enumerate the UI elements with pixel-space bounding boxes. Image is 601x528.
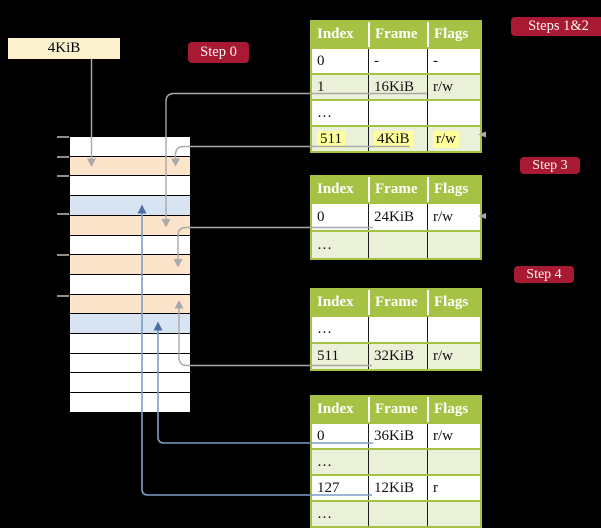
memory-frame-row-plain <box>70 393 190 413</box>
memory-frame-row-plain <box>70 176 190 197</box>
cell-frame: 4KiB <box>368 127 427 151</box>
cell-frame <box>368 232 427 258</box>
memory-frame-row-plain <box>70 235 190 256</box>
table-row: 0 36KiB r/w <box>312 422 480 448</box>
memory-frame-row-plain <box>70 373 190 394</box>
table-row: … <box>312 500 480 526</box>
cell-flags: r/w <box>427 344 480 369</box>
highlight: 511 <box>317 130 345 148</box>
cell-index: 511 <box>312 127 368 151</box>
cell-flags <box>427 450 480 474</box>
memory-frame-row-plain <box>70 334 190 354</box>
cell-index: 127 <box>317 479 340 496</box>
memory-frame-row-plain <box>70 274 190 295</box>
cell-frame: - <box>368 49 427 73</box>
cell-flags: - <box>427 49 480 73</box>
cell-flags: r/w <box>427 127 480 151</box>
table-4-header: Index Frame Flags <box>312 397 480 422</box>
header-frame: Frame <box>368 397 427 422</box>
page-table-3: Index Frame Flags … 511 32KiB r/w <box>310 288 482 371</box>
cell-frame: 12KiB <box>368 476 427 500</box>
table-row: 1 16KiB r/w <box>312 73 480 99</box>
memory-frame-row-orange <box>70 294 190 315</box>
cell-index: … <box>317 321 332 337</box>
cell-index: 0 <box>317 52 325 69</box>
cell-index: … <box>317 236 332 253</box>
page-table-base-register: 4KiB <box>8 38 120 59</box>
table-2-header: Index Frame Flags <box>312 177 480 202</box>
header-flags: Flags <box>427 290 480 315</box>
memory-frame-row-blue <box>70 314 190 335</box>
cell-index: 0 <box>317 427 325 444</box>
table-row: 0 24KiB r/w <box>312 202 480 230</box>
highlight: r/w <box>433 130 459 148</box>
table-row: 127 12KiB r <box>312 474 480 500</box>
header-index: Index <box>317 401 354 417</box>
table-row: … <box>312 230 480 258</box>
memory-tick <box>57 136 69 138</box>
cell-flags <box>427 232 480 258</box>
header-flags: Flags <box>427 397 480 422</box>
cell-frame <box>368 101 427 125</box>
header-flags: Flags <box>427 22 480 47</box>
table-1-header: Index Frame Flags <box>312 22 480 47</box>
cell-flags: r/w <box>427 75 480 99</box>
memory-tick <box>57 254 69 256</box>
table-row: … <box>312 448 480 474</box>
header-frame: Frame <box>368 177 427 202</box>
header-frame: Frame <box>368 22 427 47</box>
cell-frame: 32KiB <box>368 344 427 369</box>
table-row-highlighted: 511 4KiB r/w <box>312 125 480 151</box>
base-register-label: 4KiB <box>47 40 81 56</box>
header-frame: Frame <box>368 290 427 315</box>
badge-steps-1-2: Steps 1&2 <box>511 17 601 36</box>
highlight: 4KiB <box>374 130 413 148</box>
cell-frame <box>368 502 427 526</box>
table-row: … <box>312 99 480 125</box>
cell-flags <box>427 317 480 342</box>
cell-index: 0 <box>317 208 325 225</box>
badge-step-3: Step 3 <box>520 157 580 174</box>
table-3-header: Index Frame Flags <box>312 290 480 315</box>
cell-flags <box>427 502 480 526</box>
memory-frame-row-orange <box>70 156 190 177</box>
badge-step-4: Step 4 <box>514 266 574 283</box>
cell-frame: 36KiB <box>368 424 427 448</box>
memory-frame-row-plain <box>70 353 190 374</box>
cell-frame <box>368 317 427 342</box>
cell-index: … <box>317 505 332 522</box>
memory-column <box>70 137 190 413</box>
header-flags: Flags <box>427 177 480 202</box>
table-row: … <box>312 315 480 342</box>
cell-flags <box>427 101 480 125</box>
header-index: Index <box>317 181 354 197</box>
memory-tick <box>57 156 69 158</box>
cell-index: … <box>317 104 332 121</box>
cell-frame: 24KiB <box>368 204 427 230</box>
memory-tick <box>57 175 69 177</box>
cell-index: 511 <box>317 348 339 364</box>
cell-index: … <box>317 453 332 470</box>
cell-index: 1 <box>317 78 325 95</box>
cell-flags: r <box>427 476 480 500</box>
memory-tick <box>57 295 69 297</box>
memory-frame-row-orange <box>70 215 190 236</box>
header-index: Index <box>317 294 354 310</box>
memory-frame-row-orange <box>70 255 190 275</box>
memory-tick <box>57 213 69 215</box>
page-table-2: Index Frame Flags 0 24KiB r/w … <box>310 175 482 260</box>
table-row: 0 - - <box>312 47 480 73</box>
header-index: Index <box>317 26 354 42</box>
cell-frame <box>368 450 427 474</box>
page-table-4: Index Frame Flags 0 36KiB r/w … 127 12Ki… <box>310 395 482 528</box>
memory-frame-row-blue <box>70 196 190 216</box>
badge-step-0: Step 0 <box>188 42 249 63</box>
page-table-1: Index Frame Flags 0 - - 1 16KiB r/w … 51… <box>310 20 482 153</box>
cell-flags: r/w <box>427 204 480 230</box>
table-row: 511 32KiB r/w <box>312 342 480 369</box>
cell-flags: r/w <box>427 424 480 448</box>
cell-frame: 16KiB <box>368 75 427 99</box>
memory-frame-row-plain <box>70 137 190 157</box>
